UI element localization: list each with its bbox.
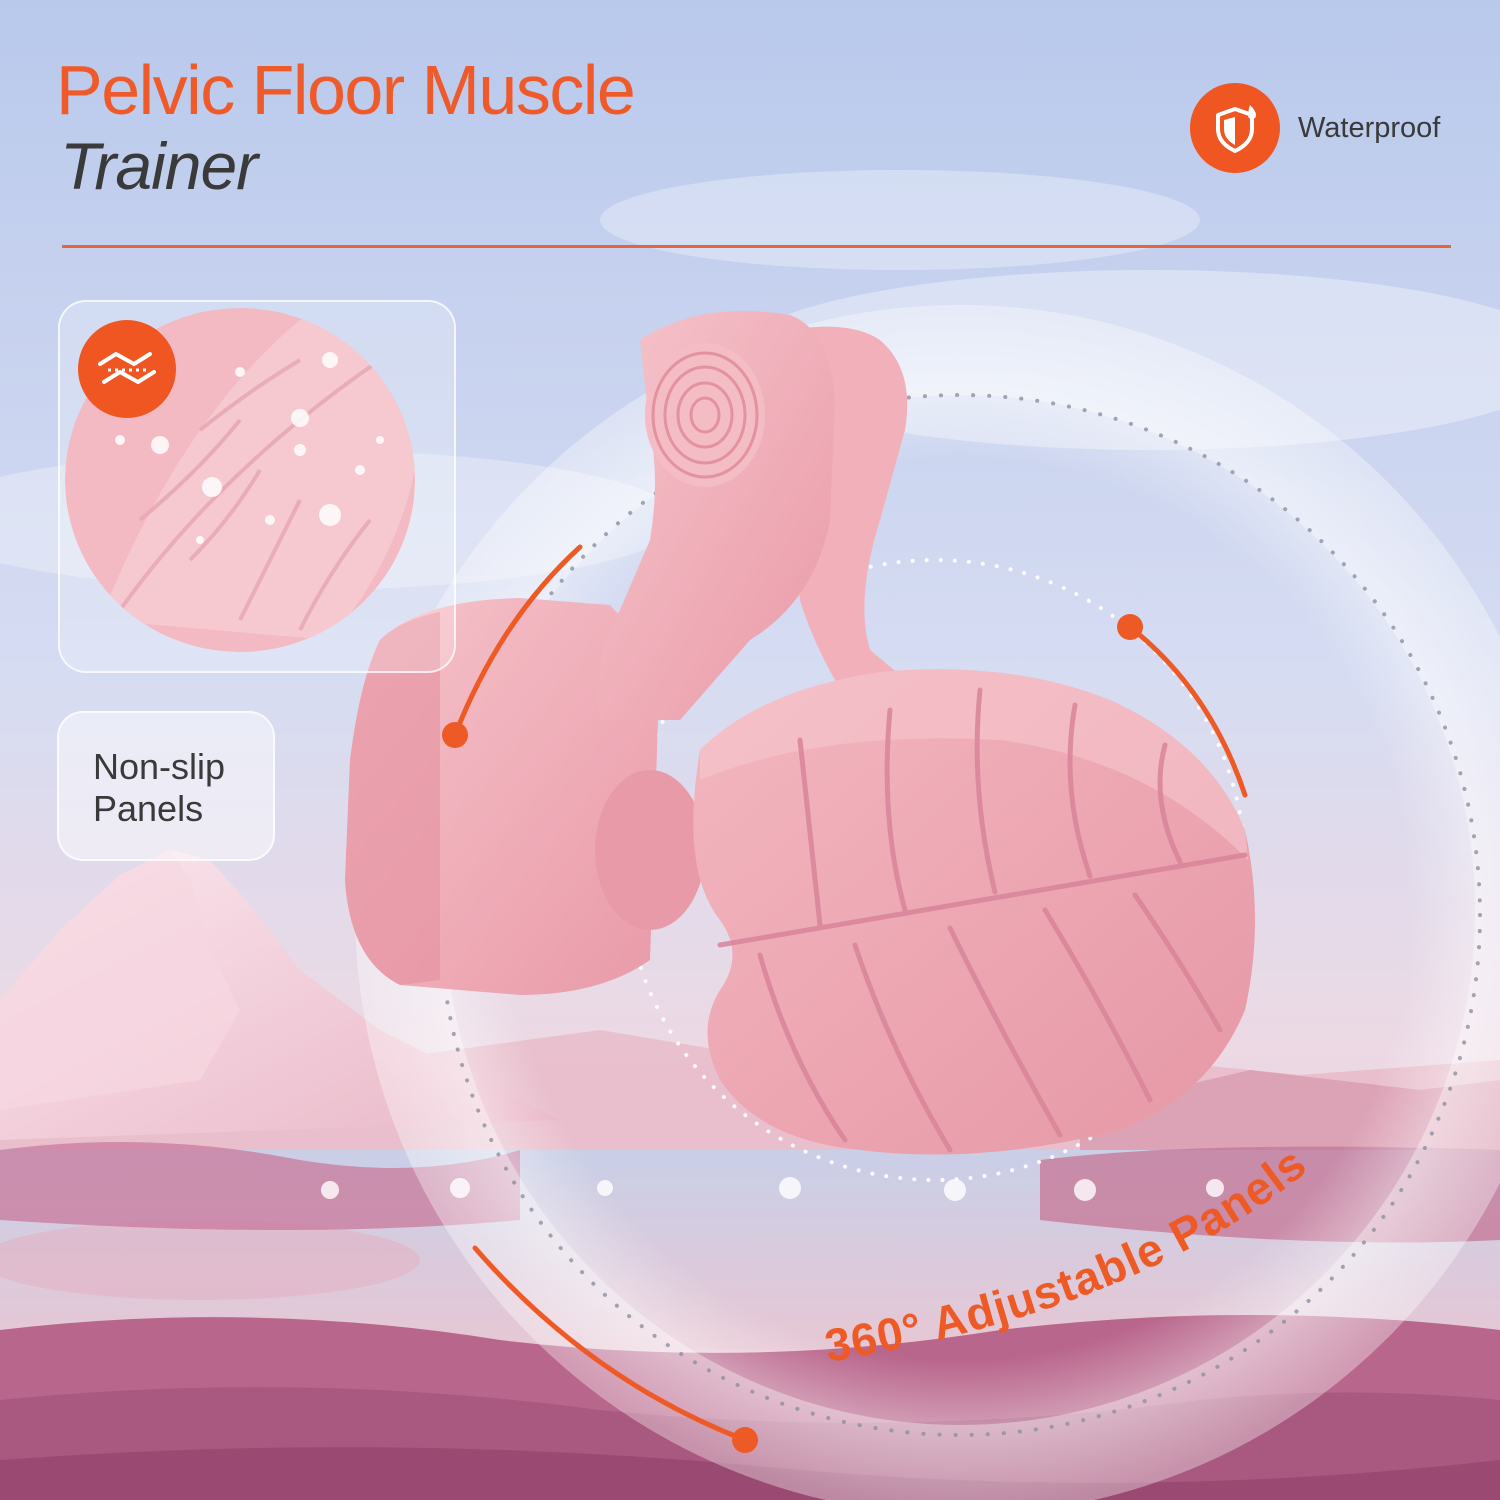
textured-surface-icon [98, 352, 156, 384]
waterproof-badge [1190, 83, 1280, 173]
header-divider [62, 245, 1451, 248]
nonslip-label-card [57, 711, 275, 861]
nonslip-label-line2: Panels [93, 788, 204, 829]
waterproof-label: Waterproof [1298, 112, 1441, 144]
nonslip-label: Non-slip Panels [93, 746, 273, 830]
page-subtitle: Trainer [60, 129, 258, 203]
page-title: Pelvic Floor Muscle [56, 51, 636, 129]
nonslip-badge [78, 320, 176, 418]
shield-water-icon [1216, 105, 1256, 153]
nonslip-label-line1: Non-slip [93, 746, 226, 787]
